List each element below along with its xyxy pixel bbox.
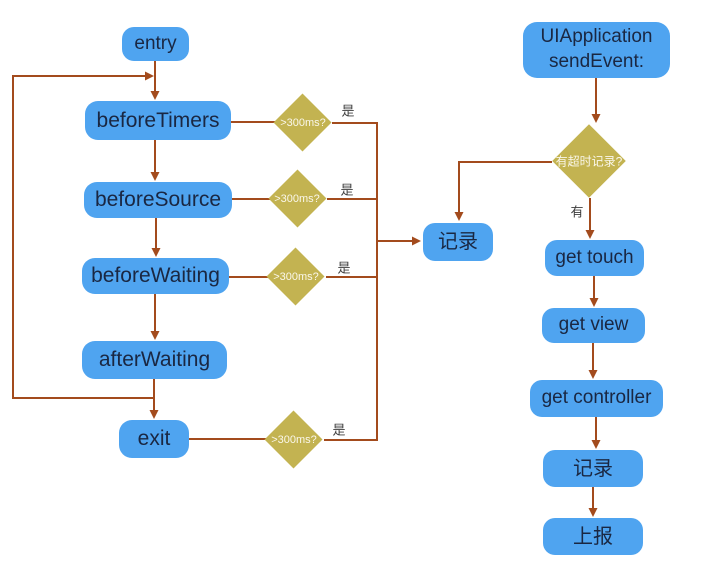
node-after-waiting-label: afterWaiting (98, 348, 211, 372)
node-before-waiting: beforeWaiting (82, 258, 229, 294)
node-before-source-label: beforeSource (94, 188, 222, 212)
node-record-mid: 记录 (423, 223, 493, 261)
decision-has-timeout-record-label: 有超时记录? (555, 154, 623, 169)
node-get-controller-label: get controller (541, 387, 652, 409)
edge-timeoutcheck-to-record (454, 161, 552, 221)
node-uiapplication-line2: sendEvent: (548, 51, 645, 72)
edge-label-yes-4: 是 (332, 422, 346, 438)
node-uiapplication-line1: UIApplication (540, 26, 653, 48)
edge-label-has: 有 (570, 204, 584, 220)
edge-loop-back (12, 71, 154, 399)
node-record-right-label: 记录 (573, 457, 613, 480)
node-entry: entry (122, 27, 189, 61)
node-before-source: beforeSource (84, 182, 232, 218)
edge-label-yes-3: 是 (337, 260, 351, 276)
node-before-waiting-label: beforeWaiting (91, 264, 220, 288)
node-after-waiting: afterWaiting (82, 341, 227, 379)
node-get-view-label: get view (558, 314, 629, 336)
node-record-mid-label: 记录 (438, 231, 478, 253)
edge-label-yes-1: 是 (341, 103, 355, 119)
node-report: 上报 (543, 518, 643, 555)
node-record-right: 记录 (543, 450, 643, 487)
decision-timer-check-1-label: >300ms? (280, 117, 326, 129)
node-get-touch-label: get touch (555, 246, 634, 268)
node-get-view: get view (542, 308, 645, 343)
node-report-label: 上报 (573, 525, 613, 548)
node-exit-label: exit (137, 427, 171, 451)
node-uiapplication-sendevent: UIApplication sendEvent: (523, 22, 670, 78)
decision-timer-check-2-label: >300ms? (274, 193, 320, 205)
node-exit: exit (119, 420, 189, 458)
edge-yes-bus (324, 122, 378, 441)
node-before-timers-label: beforeTimers (96, 108, 220, 132)
decision-timer-check-4-label: >300ms? (271, 434, 317, 446)
node-entry-label: entry (134, 32, 177, 54)
node-get-touch: get touch (545, 240, 644, 276)
decision-timer-check-3-label: >300ms? (273, 271, 319, 283)
node-before-timers: beforeTimers (85, 101, 231, 140)
edge-label-yes-2: 是 (340, 182, 354, 198)
node-get-controller: get controller (530, 380, 663, 417)
